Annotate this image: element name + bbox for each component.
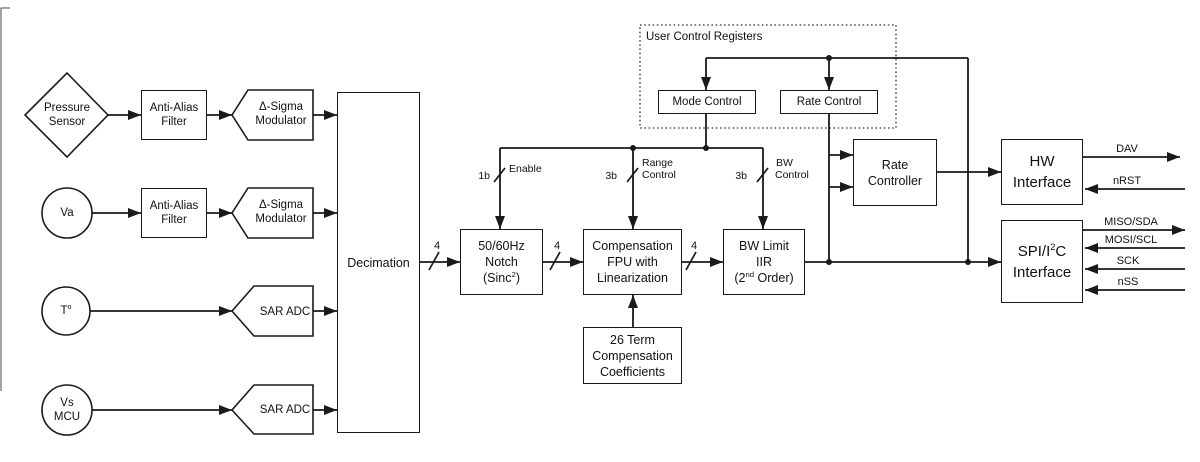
mode-control-register: Mode Control [658, 90, 756, 114]
range-bus-label-2: Control [642, 169, 676, 181]
delta-sigma-label-2: Δ-Sigma Modulator [255, 199, 307, 225]
bus-slash-enable [493, 167, 506, 183]
rate-control-register: Rate Control [780, 90, 878, 114]
anti-alias-filter-2: Anti-Alias Filter [141, 188, 207, 238]
temp-label: To [60, 303, 72, 317]
range-bus-label-1: Range [642, 157, 673, 169]
rate-controller-block: Rate Controller [853, 139, 937, 206]
bus-slash-fpu [685, 251, 697, 271]
user-control-registers-title: User Control Registers [646, 31, 763, 43]
junction-dot [703, 145, 709, 151]
bwctl-bus-width: 3b [735, 170, 747, 182]
sar-adc-label-2: SAR ADC [259, 404, 311, 416]
hw-interface-block: HW Interface [1001, 139, 1083, 205]
pin-label-nrst: nRST [1112, 175, 1142, 187]
enable-bus-width: 1b [478, 170, 490, 182]
pressure-sensor-label: Pressure Sensor [43, 102, 91, 128]
anti-alias-filter-1: Anti-Alias Filter [141, 90, 207, 140]
sar-adc-shape-2 [230, 384, 314, 435]
compensation-fpu-block: Compensation FPU with Linearization [583, 229, 682, 295]
va-label: Va [60, 207, 74, 219]
bw-limit-iir-block: BW Limit IIR (2nd Order) [723, 229, 805, 295]
user-control-registers-box [639, 24, 897, 129]
pin-label-dav: DAV [1116, 143, 1138, 155]
junction-dot [826, 259, 832, 265]
bus-slash-range [626, 167, 639, 183]
bus-width-fpu-out: 4 [690, 240, 698, 252]
spi-i2c-interface-block: SPI/I2C Interface [1001, 220, 1083, 303]
delta-sigma-label-1: Δ-Sigma Modulator [255, 101, 307, 127]
bus-slash-bwctl [756, 167, 769, 183]
delta-sigma-shape-1 [231, 89, 314, 141]
pin-label-miso-sda: MISO/SDA [1104, 216, 1158, 228]
bus-slash-notch [549, 251, 561, 271]
pressure-sensor-diamond [23, 71, 110, 159]
sar-adc-label-1: SAR ADC [259, 306, 311, 318]
pin-label-sck: SCK [1116, 255, 1140, 267]
bus-slash-dec [428, 251, 440, 271]
bus-width-dec-out: 4 [433, 240, 441, 252]
pin-label-mosi-scl: MOSI/SCL [1104, 234, 1158, 246]
pin-label-nss: nSS [1117, 276, 1139, 288]
figure-border-fragment [0, 7, 10, 391]
enable-bus-label: Enable [509, 163, 542, 175]
bwctl-bus-label-2: Control [775, 169, 809, 181]
bwctl-bus-label-1: BW [776, 157, 793, 169]
decimation-block: Decimation [337, 92, 420, 433]
notch-block: 50/60Hz Notch (Sinc2) [460, 229, 543, 295]
delta-sigma-shape-2 [231, 187, 314, 239]
junction-dot [826, 55, 832, 61]
junction-dot [965, 259, 971, 265]
compensation-coefficients-block: 26 Term Compensation Coefficients [583, 327, 682, 384]
range-bus-width: 3b [605, 170, 617, 182]
bus-width-notch-out: 4 [553, 240, 561, 252]
sar-adc-shape-1 [230, 285, 314, 337]
junction-dot [630, 145, 636, 151]
vs-mcu-label: Vs MCU [53, 397, 81, 423]
